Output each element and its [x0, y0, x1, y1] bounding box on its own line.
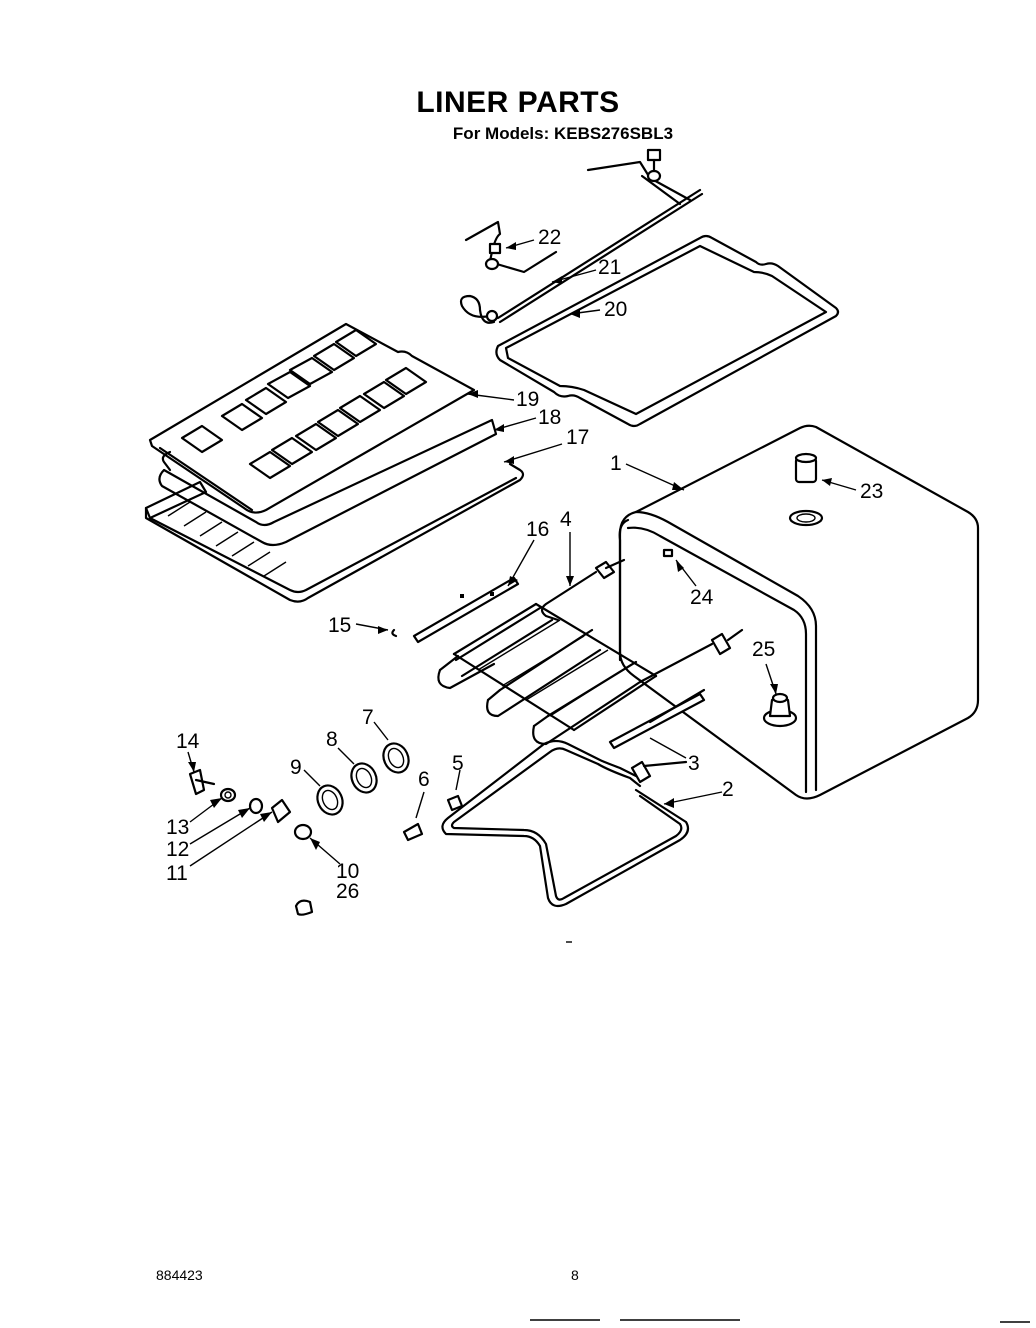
bake-element	[441, 739, 690, 908]
page-title: LINER PARTS	[416, 86, 620, 119]
callout-18: 18	[538, 406, 561, 429]
broiler-pan	[158, 418, 498, 547]
callout-17: 17	[566, 426, 589, 449]
callout-25: 25	[752, 638, 775, 661]
bracket	[412, 576, 520, 644]
callout-19: 19	[516, 388, 539, 411]
callout-5: 5	[452, 752, 464, 775]
clip	[391, 628, 398, 638]
leader-lines	[187, 239, 857, 867]
callout-2: 2	[722, 778, 734, 801]
catalog-code: 884423	[156, 1267, 203, 1283]
small-part-11	[270, 798, 292, 824]
callout-14: 14	[176, 730, 200, 753]
models-label: For Models:	[452, 124, 550, 143]
grid-slots	[180, 328, 428, 480]
callout-6: 6	[418, 768, 430, 791]
callout-24: 24	[690, 586, 714, 609]
knob-26	[294, 899, 314, 916]
callout-11: 11	[166, 862, 188, 885]
callout-21: 21	[598, 256, 621, 279]
oven-rack	[144, 462, 525, 603]
small-part-13	[219, 787, 237, 803]
callout-10: 10	[336, 860, 359, 883]
clamp-upper	[586, 148, 692, 206]
callout-23: 23	[860, 480, 883, 503]
callout-3: 3	[688, 752, 700, 775]
callout-26: 26	[336, 880, 359, 903]
page-number: 8	[571, 1267, 579, 1283]
broiler-grid	[148, 322, 476, 514]
callout-12: 12	[166, 838, 189, 861]
small-part-14	[188, 768, 216, 796]
clamp-lower	[464, 220, 558, 274]
scan-marks	[530, 941, 1030, 1323]
ring-7	[382, 742, 410, 774]
broil-element	[437, 558, 744, 746]
callout-13: 13	[166, 816, 189, 839]
callout-4: 4	[560, 508, 572, 531]
ring-8	[350, 762, 378, 794]
small-part-10	[293, 823, 313, 841]
callout-1: 1	[610, 452, 622, 475]
callout-9: 9	[290, 756, 302, 779]
ring-9	[316, 784, 344, 816]
screw-6	[402, 822, 424, 842]
model-line: For Models: KEBS276SBL3	[0, 124, 1036, 144]
bake-bracket	[608, 688, 706, 784]
callout-8: 8	[326, 728, 338, 751]
rod	[459, 188, 704, 324]
callout-7: 7	[362, 706, 374, 729]
gasket-frame	[495, 234, 840, 428]
callout-labels: 1 2 3 4 5 6 7 8 9 10 11 12 13 14 15 16 1…	[166, 226, 883, 903]
nut-5	[446, 794, 464, 812]
small-part-12	[248, 797, 264, 815]
callout-15: 15	[328, 614, 351, 637]
model-number: KEBS276SBL3	[554, 124, 674, 143]
oven-liner-box	[618, 424, 980, 800]
callout-16: 16	[526, 518, 549, 541]
callout-20: 20	[604, 298, 627, 321]
callout-22: 22	[538, 226, 561, 249]
